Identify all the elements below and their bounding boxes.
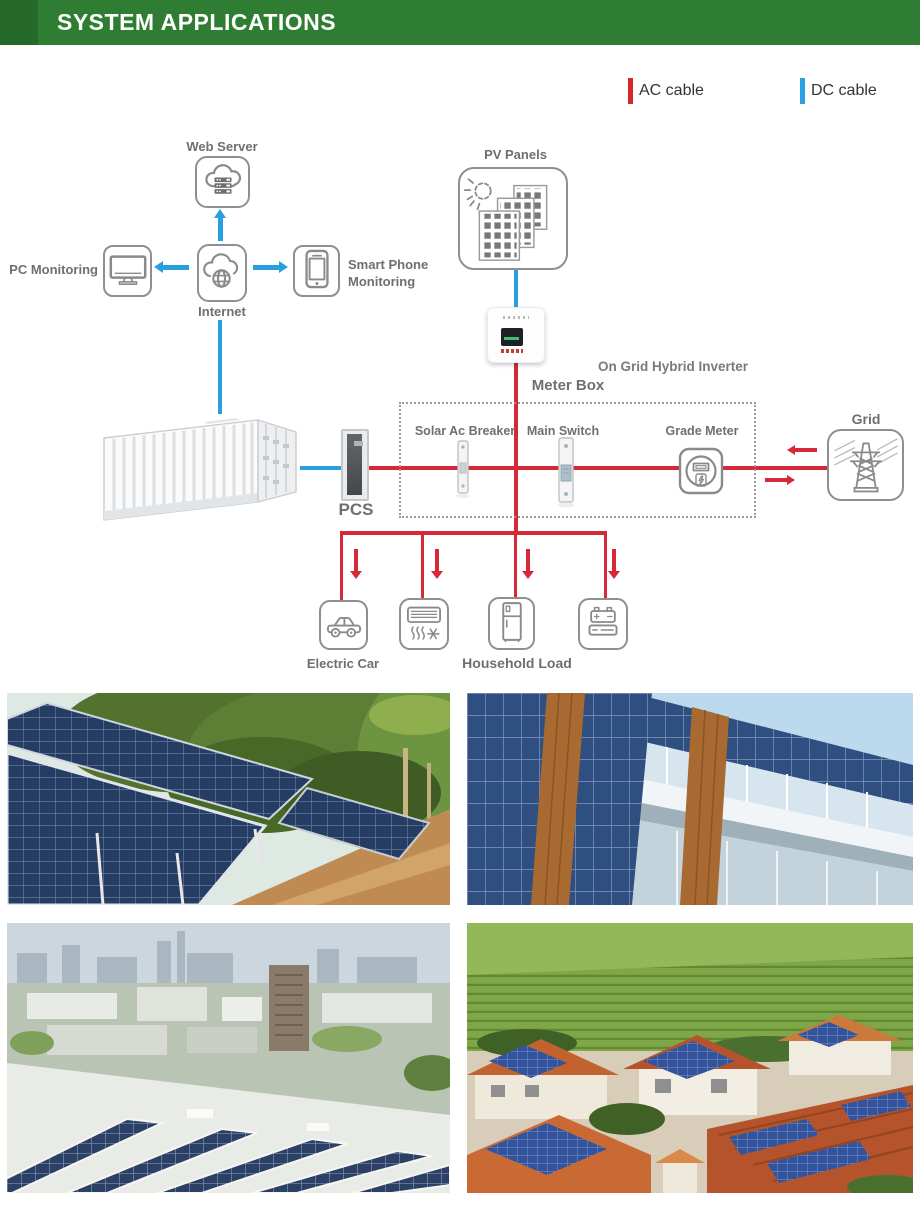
photo-ground-mounted-solar bbox=[5, 675, 481, 910]
smart-phone-label: Smart Phone Monitoring bbox=[348, 257, 429, 289]
grade-meter-device bbox=[677, 445, 725, 502]
ac-arrow-down-battery bbox=[608, 549, 620, 579]
dc-line-container-to-pcs bbox=[300, 466, 344, 470]
air-conditioner-icon bbox=[402, 599, 446, 650]
inverter-label: On Grid Hybrid Inverter bbox=[598, 359, 749, 374]
pcs-label: PCS bbox=[338, 500, 374, 519]
dc-arrow-internet-to-phone bbox=[253, 261, 288, 273]
air-conditioner-node bbox=[399, 598, 449, 650]
pc-monitoring-label: PC Monitoring bbox=[9, 262, 98, 277]
dc-cable-swatch bbox=[800, 78, 805, 104]
meter-box-label: Meter Box bbox=[531, 377, 605, 394]
ac-arrow-to-grid bbox=[787, 445, 817, 455]
main-switch-label: Main Switch bbox=[526, 424, 600, 438]
internet-node bbox=[197, 244, 247, 302]
pcs-front-panel bbox=[347, 434, 363, 495]
grade-meter-label: Grade Meter bbox=[665, 424, 739, 438]
ac-arrow-down-ac bbox=[431, 549, 443, 579]
smartphone-icon bbox=[298, 247, 336, 296]
internet-icon bbox=[200, 247, 244, 300]
ac-drop-refrigerator bbox=[514, 533, 517, 597]
dc-arrow-internet-to-webserver bbox=[214, 209, 226, 241]
electric-car-icon bbox=[322, 602, 366, 649]
battery-container bbox=[100, 408, 304, 529]
pcs-cabinet bbox=[341, 429, 369, 501]
solar-ac-breaker-label: Solar Ac Breaker bbox=[414, 424, 516, 438]
ac-cable-swatch bbox=[628, 78, 633, 104]
pv-panels-node bbox=[458, 167, 568, 270]
ac-arrow-down-car bbox=[350, 549, 362, 579]
internet-label: Internet bbox=[198, 304, 246, 319]
battery-load-node bbox=[578, 598, 628, 650]
grid-tower-icon bbox=[831, 431, 901, 500]
ac-line-bus-to-loadbar bbox=[514, 470, 518, 533]
ac-cable-label: AC cable bbox=[639, 82, 704, 99]
header-bar: SYSTEM APPLICATIONS bbox=[0, 0, 920, 45]
main-switch-device bbox=[554, 436, 578, 515]
ac-main-bus bbox=[366, 466, 830, 470]
pc-monitoring-node bbox=[103, 245, 152, 297]
inverter-screen bbox=[501, 328, 523, 346]
dc-line-internet-to-container bbox=[218, 320, 222, 414]
inverter-vents bbox=[503, 316, 529, 319]
ac-drop-battery-load bbox=[604, 533, 607, 598]
web-server-label: Web Server bbox=[186, 139, 258, 154]
solar-ac-breaker-device bbox=[453, 439, 473, 506]
ac-arrow-down-fridge bbox=[522, 549, 534, 579]
web-server-node bbox=[195, 156, 250, 208]
inverter-model-text bbox=[501, 349, 523, 353]
ac-load-bar bbox=[340, 531, 607, 535]
refrigerator-node bbox=[488, 597, 535, 650]
grid-label: Grid bbox=[851, 411, 881, 427]
web-server-icon bbox=[201, 160, 245, 205]
page-title: SYSTEM APPLICATIONS bbox=[57, 9, 337, 35]
ac-arrow-from-grid bbox=[765, 475, 795, 485]
pv-panels-icon bbox=[463, 170, 563, 268]
smart-phone-node bbox=[293, 245, 340, 297]
ac-drop-electric-car bbox=[340, 533, 343, 600]
photo-residential-rooftop-solar bbox=[467, 923, 920, 1199]
photo-industrial-rooftop-solar bbox=[0, 923, 460, 1198]
inverter-unit bbox=[487, 307, 545, 363]
ac-line-inverter-to-bus bbox=[514, 360, 518, 468]
electric-car-label: Electric Car bbox=[306, 656, 380, 671]
dc-cable-label: DC cable bbox=[811, 82, 877, 99]
photo-solar-facade-building bbox=[467, 692, 920, 910]
pv-panels-label: PV Panels bbox=[484, 147, 547, 162]
meter-box-outline bbox=[399, 402, 756, 518]
dc-line-pv-to-inverter bbox=[514, 270, 518, 309]
header-accent-square bbox=[0, 0, 38, 45]
electric-car-node bbox=[319, 600, 368, 650]
battery-pack-icon bbox=[581, 599, 625, 650]
dc-arrow-internet-to-pc bbox=[154, 261, 189, 273]
ac-drop-air-conditioner bbox=[421, 533, 424, 598]
refrigerator-icon bbox=[491, 598, 533, 650]
grade-meter-icon bbox=[677, 447, 725, 501]
grid-node bbox=[827, 429, 904, 501]
pc-monitor-icon bbox=[107, 249, 149, 294]
household-load-label: Household Load bbox=[462, 655, 572, 671]
